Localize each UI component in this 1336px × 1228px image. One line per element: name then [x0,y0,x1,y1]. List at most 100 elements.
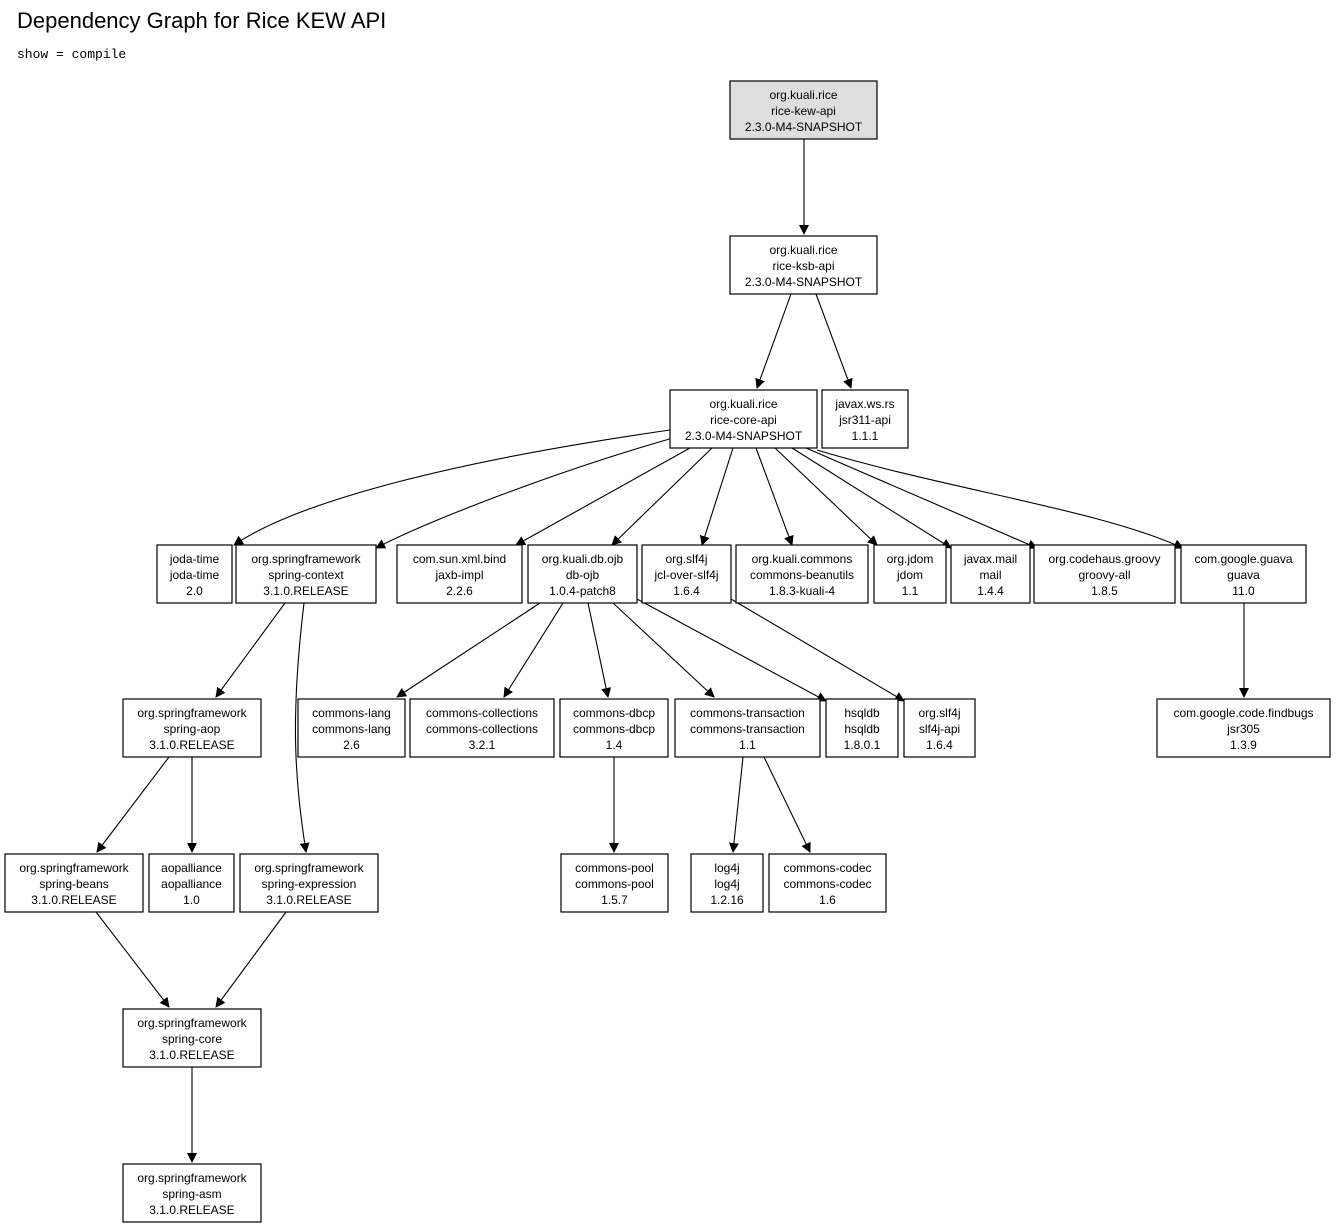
node-artifact-label: spring-asm [162,1187,221,1201]
node-version-label: 3.1.0.RELEASE [266,893,351,907]
node-artifact-label: mail [979,568,1001,582]
node-box [122,1008,262,1068]
node-ksb-api: org.kuali.ricerice-ksb-api2.3.0-M4-SNAPS… [729,235,878,295]
node-version-label: 1.1 [902,584,919,598]
node-box [409,698,555,758]
node-box [527,544,638,604]
node-group-label: hsqldb [844,706,880,720]
edge-ojb-to-collections [503,602,564,698]
node-artifact-label: log4j [714,877,739,891]
node-version-label: 1.8.0.1 [844,738,881,752]
node-spring-expression: org.springframeworkspring-expression3.1.… [239,853,379,913]
node-collections: commons-collectionscommons-collections3.… [409,698,555,758]
node-version-label: 1.6.4 [673,584,700,598]
node-artifact-label: spring-expression [262,877,357,891]
edge-spring-expression-to-spring-core [215,911,287,1008]
node-version-label: 1.8.5 [1091,584,1118,598]
node-box [122,1163,262,1223]
node-box [674,698,821,758]
node-group-label: commons-pool [575,861,654,875]
node-group-label: org.jdom [887,552,934,566]
node-group-label: joda-time [169,552,220,566]
node-group-label: org.kuali.commons [752,552,853,566]
node-group-label: org.kuali.rice [709,397,777,411]
node-artifact-label: rice-ksb-api [772,259,834,273]
edge-layer [95,139,1249,1163]
node-version-label: 3.1.0.RELEASE [149,738,234,752]
node-group-label: commons-transaction [690,706,805,720]
node-group-label: com.google.code.findbugs [1173,706,1313,720]
node-artifact-label: spring-core [162,1032,222,1046]
node-artifact-label: jaxb-impl [434,568,483,582]
edge-ojb-to-hsqldb [636,598,827,702]
edge-core-api-to-spring-context [375,437,674,549]
node-hsqldb: hsqldb hsqldb 1.8.0.1 [825,698,899,758]
node-group-label: commons-codec [783,861,871,875]
node-artifact-label: commons-beanutils [750,568,854,582]
edge-spring-aop-to-spring-beans [96,756,170,853]
node-artifact-label: hsqldb [844,722,880,736]
node-group-label: log4j [714,861,739,875]
node-box [669,389,818,449]
node-version-label: 3.2.1 [469,738,496,752]
node-box [235,544,377,604]
node-box [690,853,764,913]
node-version-label: 1.0.4-patch8 [549,584,616,598]
edge-core-api-to-joda [233,429,671,546]
node-group-label: org.slf4j [918,706,960,720]
node-artifact-label: jsr305 [1226,722,1260,736]
node-version-label: 2.2.6 [446,584,473,598]
node-group-label: org.slf4j [665,552,707,566]
edge-core-api-to-beanutils [755,447,794,546]
node-group-label: org.springframework [19,861,129,875]
node-version-label: 11.0 [1232,584,1255,598]
node-box [396,544,523,604]
node-version-label: 1.8.3-kuali-4 [769,584,835,598]
node-group-label: org.springframework [137,1016,247,1030]
node-box [873,544,947,604]
node-version-label: 1.2.16 [710,893,744,907]
edge-ksb-api-to-core-api [755,293,792,389]
node-spring-beans: org.springframeworkspring-beans3.1.0.REL… [4,853,144,913]
node-version-label: 1.4.4 [977,584,1004,598]
node-version-label: 2.3.0-M4-SNAPSHOT [685,429,803,443]
node-group-label: com.google.guava [1194,552,1292,566]
node-artifact-label: rice-core-api [710,413,777,427]
node-version-label: 1.0 [183,893,200,907]
edge-spring-context-to-spring-expression [294,602,310,853]
edge-jcl-to-slf4j-api [730,598,905,702]
node-box [768,853,887,913]
node-box [641,544,732,604]
node-group-label: com.sun.xml.bind [413,552,506,566]
node-spring-asm: org.springframeworkspring-asm3.1.0.RELEA… [122,1163,262,1223]
edge-ksb-api-to-jsr311 [815,293,853,389]
node-box [825,698,899,758]
node-artifact-label: spring-context [268,568,344,582]
node-version-label: 2.0 [186,584,203,598]
node-box [560,853,669,913]
node-spring-aop: org.springframeworkspring-aop3.1.0.RELEA… [122,698,262,758]
node-artifact-label: groovy-all [1078,568,1130,582]
node-artifact-label: commons-transaction [690,722,805,736]
node-box [1156,698,1331,758]
node-group-label: org.codehaus.groovy [1048,552,1160,566]
node-version-label: 1.6 [819,893,836,907]
node-box [122,698,262,758]
node-box [903,698,976,758]
node-box [297,698,406,758]
node-artifact-label: spring-aop [164,722,221,736]
node-group-label: aopalliance [161,861,222,875]
edge-core-api-to-mail [791,447,952,549]
node-box [148,853,235,913]
node-box [729,80,878,140]
node-version-label: 1.3.9 [1230,738,1257,752]
node-group-label: org.kuali.rice [769,243,837,257]
node-version-label: 1.1 [739,738,756,752]
